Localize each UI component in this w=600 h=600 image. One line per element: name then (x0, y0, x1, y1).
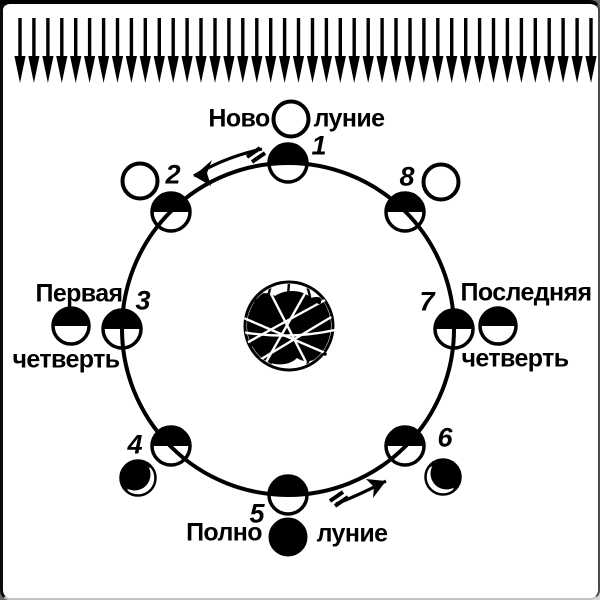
phase-icon-7-last-quarter (478, 306, 518, 346)
orbit-moon-5 (267, 474, 309, 516)
orbit-direction-arrow-bottom (328, 479, 387, 508)
moon-phases-diagram (14, 18, 597, 557)
position-number-7: 7 (419, 286, 435, 317)
label-new-moon-left: Ново (208, 104, 270, 133)
position-number-5: 5 (249, 498, 265, 529)
phase-icon-1-new-moon (271, 99, 311, 139)
sun-rays (14, 18, 597, 83)
phase-icon-4-crescent (119, 459, 157, 497)
position-number-8: 8 (399, 161, 415, 192)
orbit-moon-7 (433, 308, 475, 350)
earth-icon (243, 280, 335, 372)
phase-icon-6-crescent (424, 458, 462, 496)
position-number-4: 4 (127, 429, 143, 460)
orbit-moon-6 (384, 425, 426, 467)
phase-icon-3-first-quarter (51, 306, 91, 346)
orbit-moon-2 (150, 191, 192, 233)
label-first-quarter-line1: Первая (35, 279, 123, 308)
earth-speckles (249, 298, 327, 363)
orbit-direction-arrow-top (193, 146, 267, 186)
label-full-moon-right: луние (316, 519, 388, 548)
orbit-moon-4 (150, 425, 192, 467)
label-last-quarter-line1: Последняя (460, 278, 592, 307)
phase-icon-5-full-moon (268, 517, 308, 557)
position-number-1: 1 (311, 130, 327, 161)
position-number-6: 6 (437, 422, 453, 453)
position-number-2: 2 (165, 159, 181, 190)
label-new-moon-right: луние (313, 104, 385, 133)
orbit-moon-3 (101, 308, 143, 350)
orbit-moon-8 (384, 191, 426, 233)
position-number-3: 3 (135, 285, 151, 316)
orbit-moon-1 (267, 142, 309, 184)
label-first-quarter-line2: четверть (12, 345, 120, 374)
label-last-quarter-line2: четверть (461, 344, 569, 373)
phase-icon-8-white-disc (421, 162, 461, 202)
phase-icon-2-white-disc (120, 161, 160, 201)
label-full-moon-left: Полно (186, 518, 262, 547)
